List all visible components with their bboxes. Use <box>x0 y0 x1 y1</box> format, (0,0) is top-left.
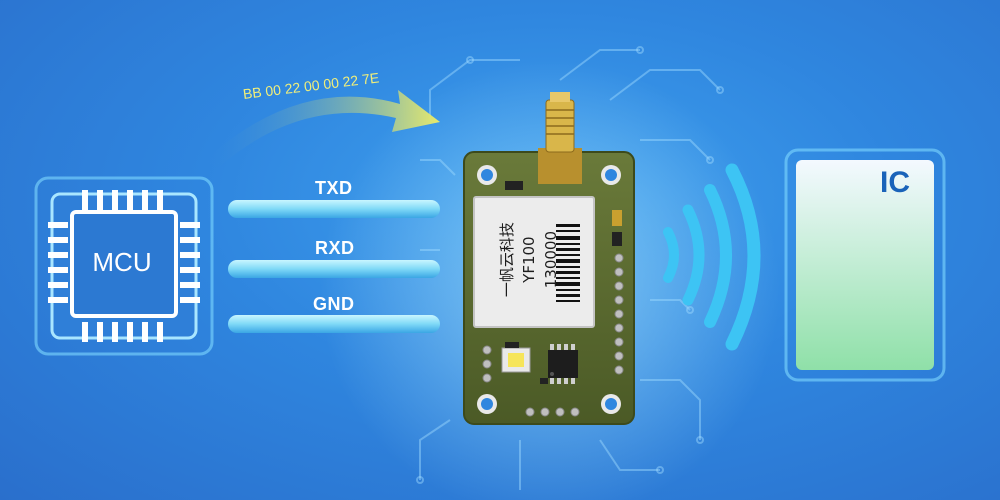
wire-label-gnd: GND <box>313 294 355 314</box>
wire-gnd <box>228 315 440 333</box>
wire-label-rxd: RXD <box>315 238 355 258</box>
mcu-label: MCU <box>92 247 152 277</box>
module-label: 一帆云科技 YF100 130000 <box>470 200 590 320</box>
rfid-module <box>463 92 635 425</box>
module-brand: 一帆云科技 <box>498 222 517 298</box>
wire-label-txd: TXD <box>315 178 353 198</box>
barcode <box>556 224 580 302</box>
command-arrow-icon <box>205 90 440 168</box>
module-model: YF100 <box>520 236 539 284</box>
wire-rxd <box>228 260 440 278</box>
ic-card-label: IC <box>880 166 910 199</box>
wire-txd <box>228 200 440 218</box>
module-code: 130000 <box>541 231 560 289</box>
wire-bars <box>228 200 440 333</box>
ic-card <box>784 148 946 382</box>
circuit-traces <box>416 46 724 490</box>
radio-wave-icon <box>663 163 761 351</box>
mcu-chip <box>34 176 214 356</box>
